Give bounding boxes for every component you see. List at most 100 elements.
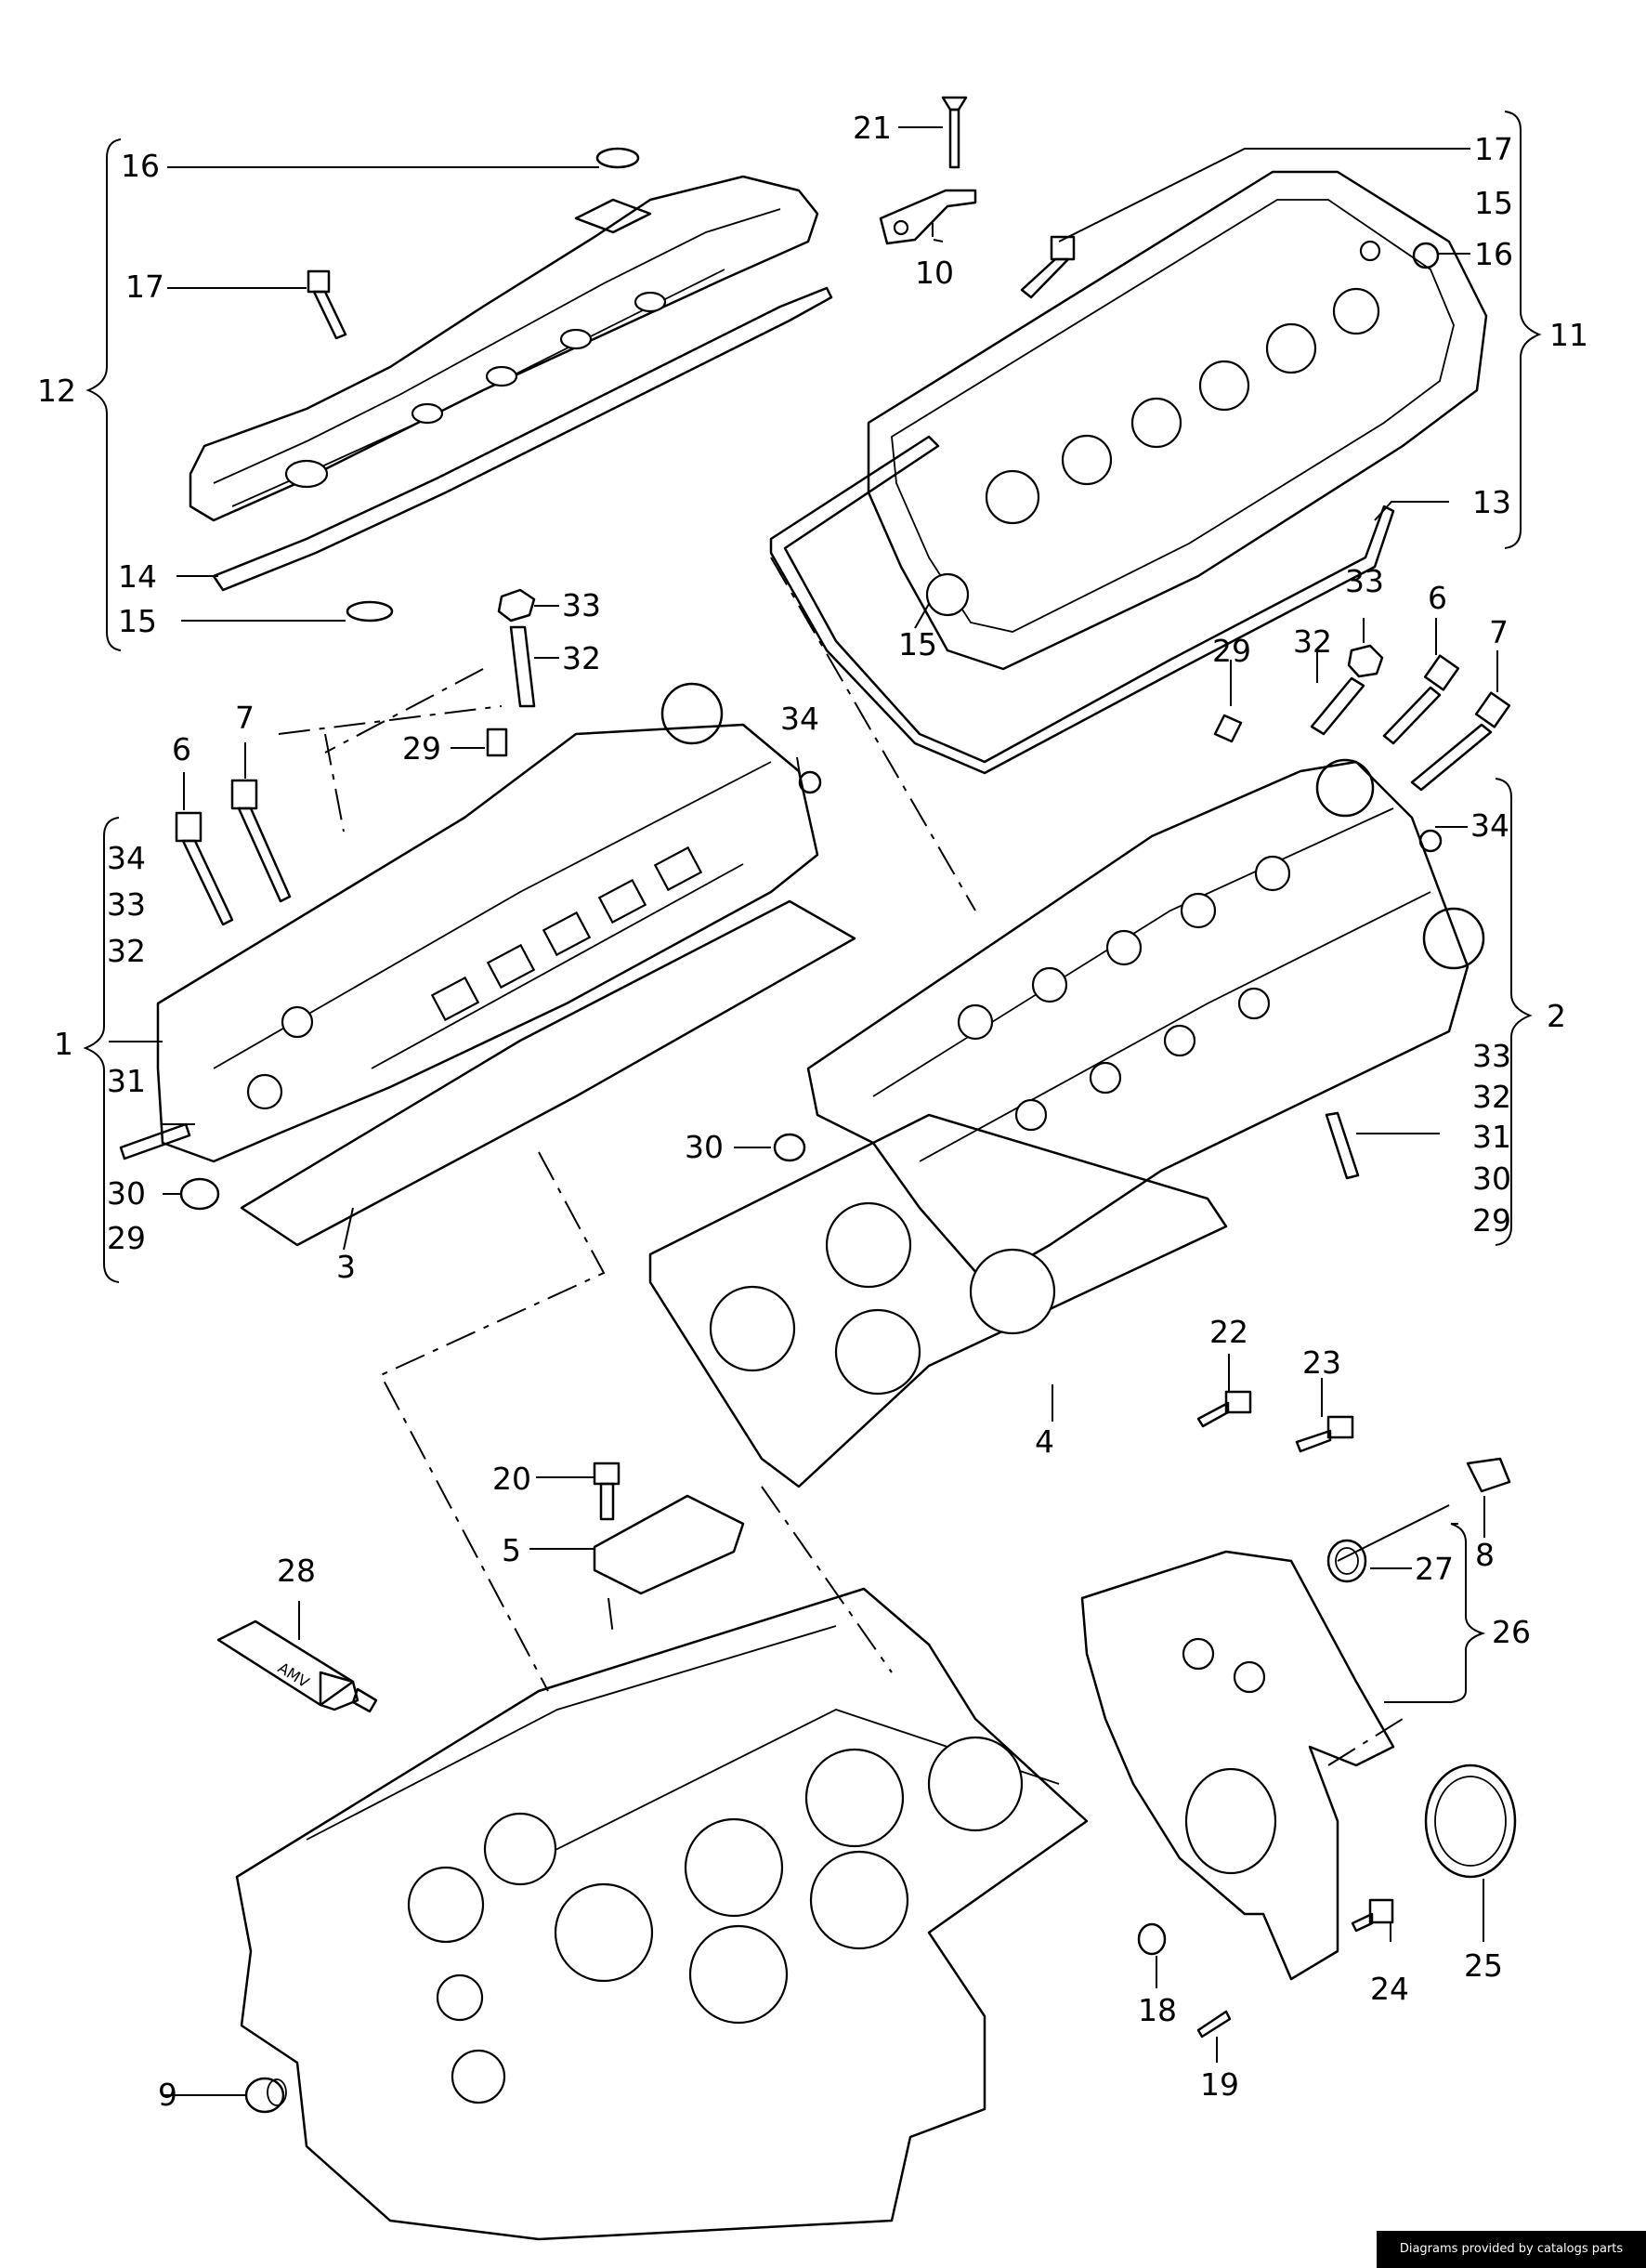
label-11: 11: [1549, 317, 1588, 353]
bolt-22: [1196, 1390, 1252, 1428]
plug-30-right: [773, 1133, 806, 1162]
bolt-6-left: [175, 811, 234, 926]
label-14: 14: [118, 558, 157, 595]
diagram-credit: Diagrams provided by catalogs parts: [1377, 2231, 1646, 2268]
engine-block: [235, 1587, 1089, 2241]
ring-34-left: [798, 770, 822, 794]
label-18: 18: [1138, 1992, 1177, 2028]
ring-16-left: [595, 147, 640, 169]
stud-31-right: [1325, 1111, 1360, 1180]
label-33: 33: [562, 587, 601, 623]
bolt-17-right: [1020, 235, 1076, 299]
sealant-tube-28: AMV: [216, 1619, 378, 1713]
timing-cover: [1080, 1550, 1395, 1981]
stud-32-right: [1310, 676, 1365, 736]
label-19: 19: [1200, 2066, 1239, 2103]
bolt-23: [1295, 1415, 1354, 1453]
right-cover-gasket: [769, 435, 1395, 775]
label-2: 2: [1547, 998, 1566, 1034]
label-17: 17: [125, 269, 164, 305]
label-5: 5: [502, 1532, 521, 1568]
stud-32-left: [509, 625, 536, 708]
ring-16-right: [1412, 242, 1440, 269]
label-34: 34: [780, 701, 819, 737]
left-head-cover: [189, 175, 819, 522]
label-24: 24: [1370, 1971, 1409, 2007]
right-cylinder-head: [806, 758, 1485, 1284]
label-30: 30: [1472, 1160, 1511, 1197]
plug-30-left: [179, 1177, 220, 1211]
label-15: 15: [1474, 185, 1513, 221]
leader-lines: [109, 126, 1498, 2096]
label-26: 26: [1492, 1614, 1531, 1650]
washer-15-left: [346, 600, 394, 623]
bracket-1: [83, 817, 120, 1283]
tube-label: AMV: [275, 1658, 312, 1691]
callout-labels: 16 17 12 14 15 33 32 29 21 10 17 15 16 1…: [37, 110, 1588, 2113]
label-16: 16: [121, 148, 160, 184]
bracket-10: [879, 189, 977, 245]
left-head-gasket: [240, 899, 856, 1247]
right-head-gasket: [648, 1113, 1228, 1488]
label-29: 29: [402, 730, 441, 767]
label-32: 32: [1472, 1079, 1511, 1115]
bolt-7-left: [230, 779, 292, 903]
label-32: 32: [562, 640, 601, 676]
label-9: 9: [158, 2077, 177, 2113]
cover-plate-5: [593, 1494, 745, 1595]
bracket-11: [1504, 111, 1542, 549]
bracket-26: [1384, 1523, 1486, 1703]
sleeve-29-left: [486, 728, 508, 757]
label-30: 30: [685, 1129, 724, 1165]
assembly-lines: [278, 557, 1404, 1766]
label-7: 7: [235, 700, 255, 736]
bolt-7-right: [1410, 691, 1511, 792]
label-25: 25: [1464, 1947, 1503, 1984]
label-20: 20: [492, 1461, 531, 1497]
label-8: 8: [1475, 1537, 1495, 1573]
pin-19: [1196, 2010, 1232, 2039]
label-29: 29: [107, 1220, 146, 1256]
label-33: 33: [1472, 1038, 1511, 1074]
label-6: 6: [172, 731, 191, 767]
label-33: 33: [1345, 563, 1384, 599]
screw-21: [941, 96, 968, 169]
label-32: 32: [107, 933, 146, 969]
bolt-17-left: [307, 269, 347, 340]
plug-9: [244, 2077, 287, 2114]
bolt-20: [593, 1462, 621, 1521]
label-12: 12: [37, 373, 76, 409]
label-34: 34: [1470, 807, 1509, 844]
seal-25: [1424, 1763, 1517, 1879]
label-7: 7: [1489, 614, 1509, 650]
label-29: 29: [1472, 1202, 1511, 1239]
stud-31-left: [119, 1122, 191, 1160]
label-29: 29: [1212, 633, 1251, 669]
label-17: 17: [1474, 131, 1513, 167]
label-32: 32: [1293, 623, 1332, 660]
sleeve-29-right: [1213, 714, 1243, 743]
label-33: 33: [107, 886, 146, 923]
bracket-12: [85, 138, 122, 651]
label-28: 28: [277, 1553, 316, 1589]
bolt-6-right: [1382, 654, 1460, 745]
label-4: 4: [1035, 1423, 1054, 1460]
label-27: 27: [1415, 1551, 1454, 1587]
label-13: 13: [1472, 484, 1511, 520]
label-16: 16: [1474, 236, 1513, 272]
label-23: 23: [1302, 1344, 1341, 1381]
left-cylinder-head: [156, 682, 819, 1163]
bracket-2: [1495, 778, 1533, 1246]
label-15: 15: [898, 626, 937, 662]
label-21: 21: [853, 110, 892, 146]
right-head-cover: [867, 170, 1488, 671]
label-3: 3: [336, 1249, 356, 1285]
label-6: 6: [1428, 580, 1447, 616]
ring-18: [1137, 1922, 1167, 1956]
bolt-24: [1351, 1898, 1394, 1933]
label-30: 30: [107, 1175, 146, 1212]
nut-33-left: [497, 588, 536, 623]
label-31: 31: [1472, 1119, 1511, 1155]
nut-33-right: [1347, 644, 1384, 678]
